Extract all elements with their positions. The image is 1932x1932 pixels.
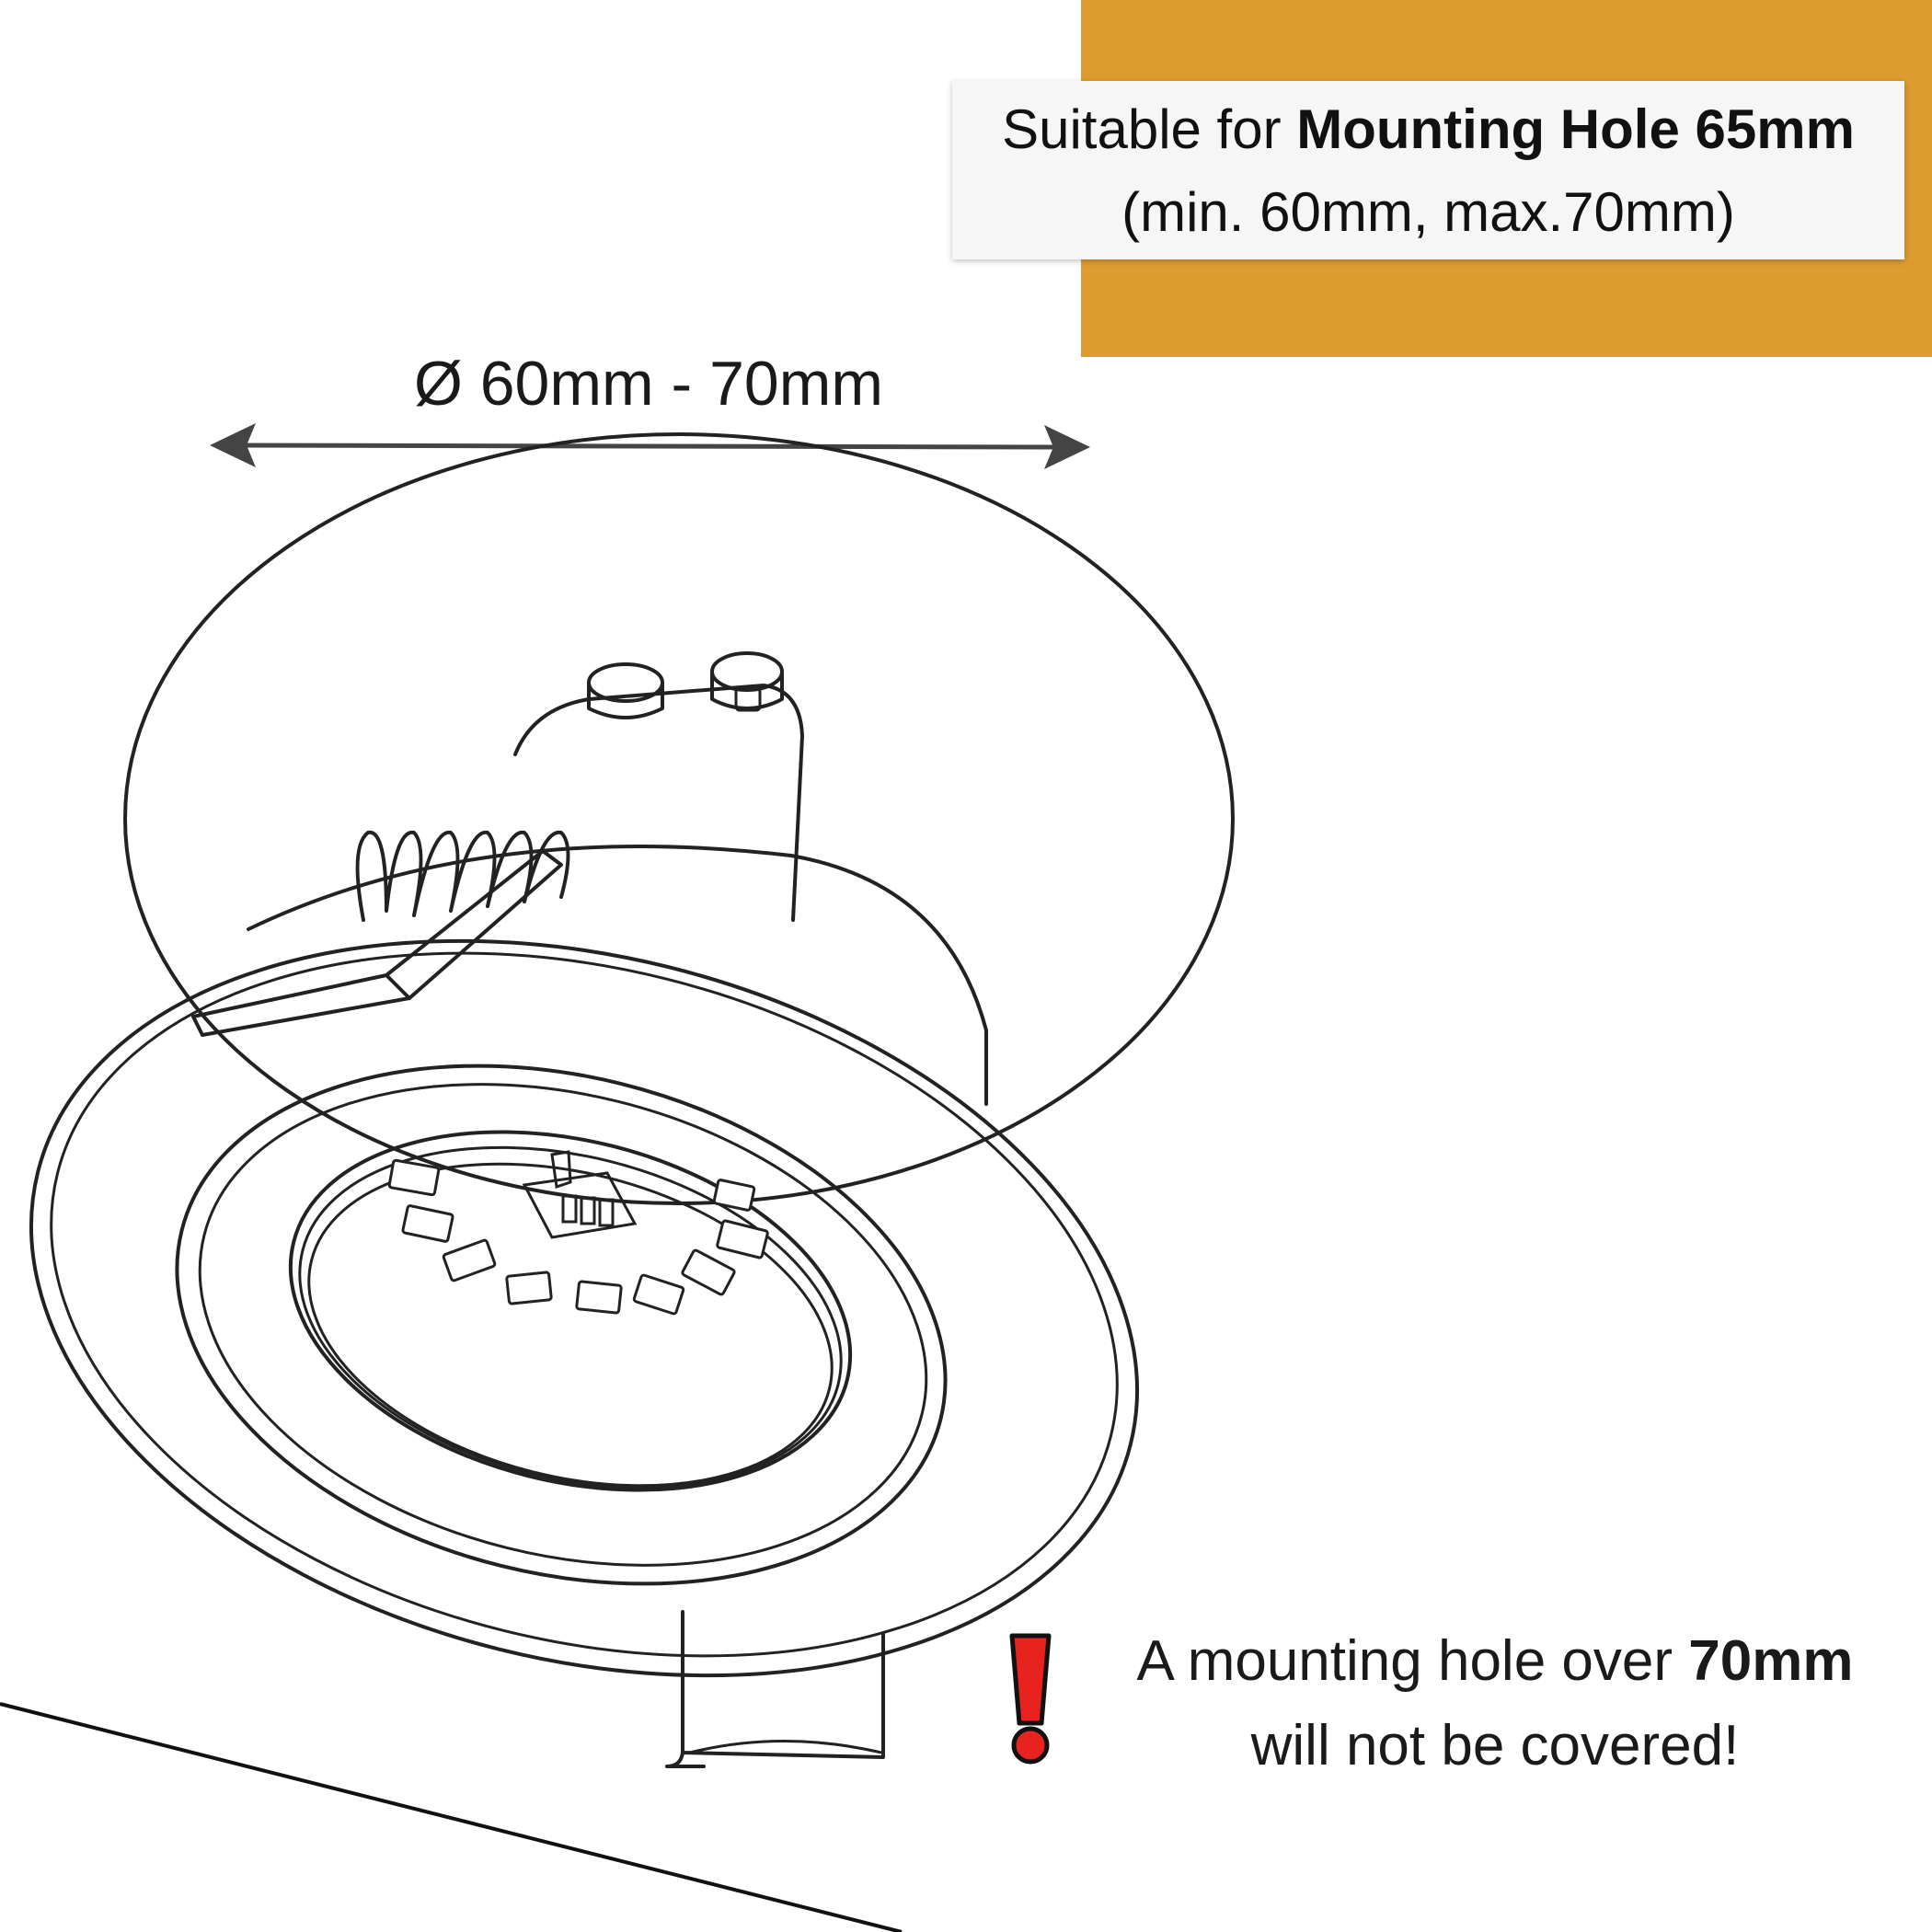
info-prefix: Suitable for	[1002, 98, 1297, 160]
mounting-hole-info-card: Suitable for Mounting Hole 65mm (min. 60…	[952, 81, 1904, 259]
bulb-base	[513, 651, 804, 922]
warning-line-1: A mounting hole over 70mm	[1095, 1619, 1895, 1704]
led-driver	[522, 1150, 638, 1239]
mounting-bracket	[665, 1610, 885, 1768]
ceiling-hole-disc	[123, 432, 1235, 1205]
info-line-1: Suitable for Mounting Hole 65mm	[952, 88, 1904, 171]
warning-exclamation-icon	[1009, 1633, 1052, 1765]
spring-clip	[191, 830, 570, 1037]
bracket-edge	[689, 1740, 882, 1754]
warning-bold: 70mm	[1688, 1629, 1854, 1693]
info-bold: Mounting Hole 65mm	[1296, 98, 1855, 160]
diameter-label: Ø 60mm - 70mm	[413, 349, 884, 419]
dimension-arrow	[210, 423, 1090, 469]
info-line-2: (min. 60mm, max.70mm)	[1121, 181, 1735, 243]
housing-body	[247, 845, 988, 1106]
warning-text: A mounting hole over 70mm will not be co…	[1095, 1619, 1895, 1788]
warning-prefix: A mounting hole over	[1136, 1629, 1689, 1693]
ceiling-edge-line	[0, 1702, 903, 1932]
led-chips	[387, 1158, 769, 1316]
trim-ring	[29, 938, 1139, 1678]
warning-line-2: will not be covered!	[1250, 1714, 1740, 1777]
